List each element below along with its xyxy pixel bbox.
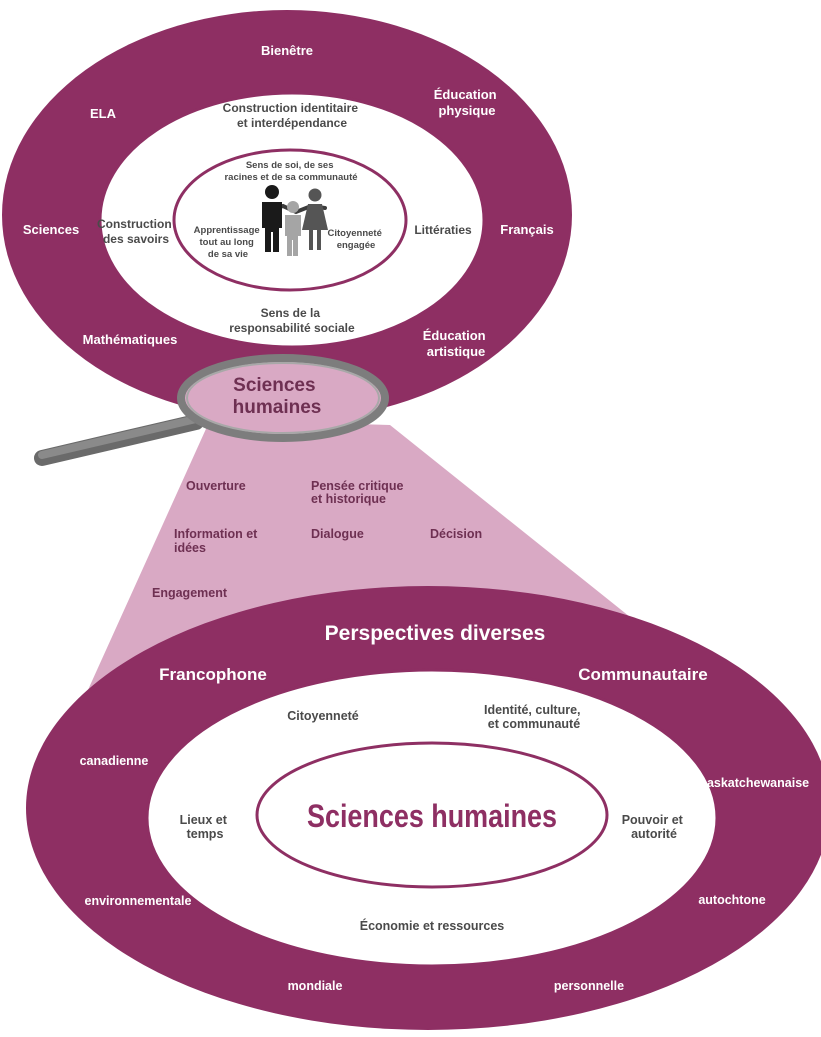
beam-information-idees: Information et idées: [174, 527, 261, 555]
perspective-canadienne: canadienne: [80, 754, 149, 768]
beam-decision: Décision: [430, 527, 482, 541]
subject-sciences: Sciences: [23, 222, 79, 237]
bottom-ring-concepts: Citoyenneté Identité, culture, et commun…: [180, 703, 687, 933]
perspective-autochtone: autochtone: [698, 893, 765, 907]
subject-education-physique: Éducation physique: [434, 87, 500, 118]
top-ring-center: Sens de soi, de ses racines et de sa com…: [194, 160, 384, 260]
center-citoyennete-engagee: Citoyenneté engagée: [327, 228, 384, 251]
perspective-mondiale: mondiale: [288, 979, 343, 993]
subject-ela: ELA: [90, 106, 117, 121]
beam-labels: Ouverture Pensée critique et historique …: [152, 479, 482, 600]
bottom-center-ellipse: [255, 741, 609, 889]
center-apprentissage: Apprentissage tout au long de sa vie: [194, 225, 263, 260]
competency-litteraties: Littératies: [414, 223, 472, 237]
perspective-francophone: Francophone: [159, 665, 267, 684]
competency-responsabilite-sociale: Sens de la responsabilité sociale: [229, 306, 355, 335]
perspective-saskatchewanaise: saskatchewanaise: [700, 776, 809, 790]
concept-economie: Économie et ressources: [360, 918, 505, 933]
competency-construction-savoirs: Construction des savoirs: [97, 217, 175, 246]
center-sens-de-soi: Sens de soi, de ses racines et de sa com…: [224, 160, 357, 183]
perspective-environnementale: environnementale: [85, 894, 192, 908]
concept-lieux-temps: Lieux et temps: [180, 813, 231, 841]
beam-pensee-critique: Pensée critique et historique: [311, 479, 407, 506]
concept-identite: Identité, culture, et communauté: [484, 703, 584, 731]
perspective-personnelle: personnelle: [554, 979, 624, 993]
lens-label: Sciences humaines: [233, 375, 322, 418]
magnifying-glass-icon: [34, 354, 389, 466]
bottom-ring-labels: Perspectives diverses Francophone Commun…: [80, 622, 810, 993]
top-ring-subjects: Bienêtre ELA Éducation physique Sciences…: [23, 43, 554, 359]
center-title: Sciences humaines: [307, 798, 557, 834]
people-holding-hands-icon: [262, 185, 328, 256]
beam-engagement: Engagement: [152, 586, 228, 600]
competency-construction-identitaire: Construction identitaire et interdépenda…: [223, 101, 362, 130]
subject-francais: Français: [500, 222, 553, 237]
perspectives-title: Perspectives diverses: [325, 622, 546, 645]
concept-pouvoir: Pouvoir et autorité: [622, 813, 687, 841]
subject-bienetre: Bienêtre: [261, 43, 313, 58]
concept-citoyennete: Citoyenneté: [287, 709, 359, 723]
beam-ouverture: Ouverture: [186, 479, 246, 493]
beam-dialogue: Dialogue: [311, 527, 364, 541]
perspective-communautaire: Communautaire: [578, 665, 707, 684]
top-ring-competencies: Construction identitaire et interdépenda…: [97, 101, 472, 335]
subject-mathematiques: Mathématiques: [83, 332, 178, 347]
subject-education-artistique: Éducation artistique: [423, 328, 489, 359]
